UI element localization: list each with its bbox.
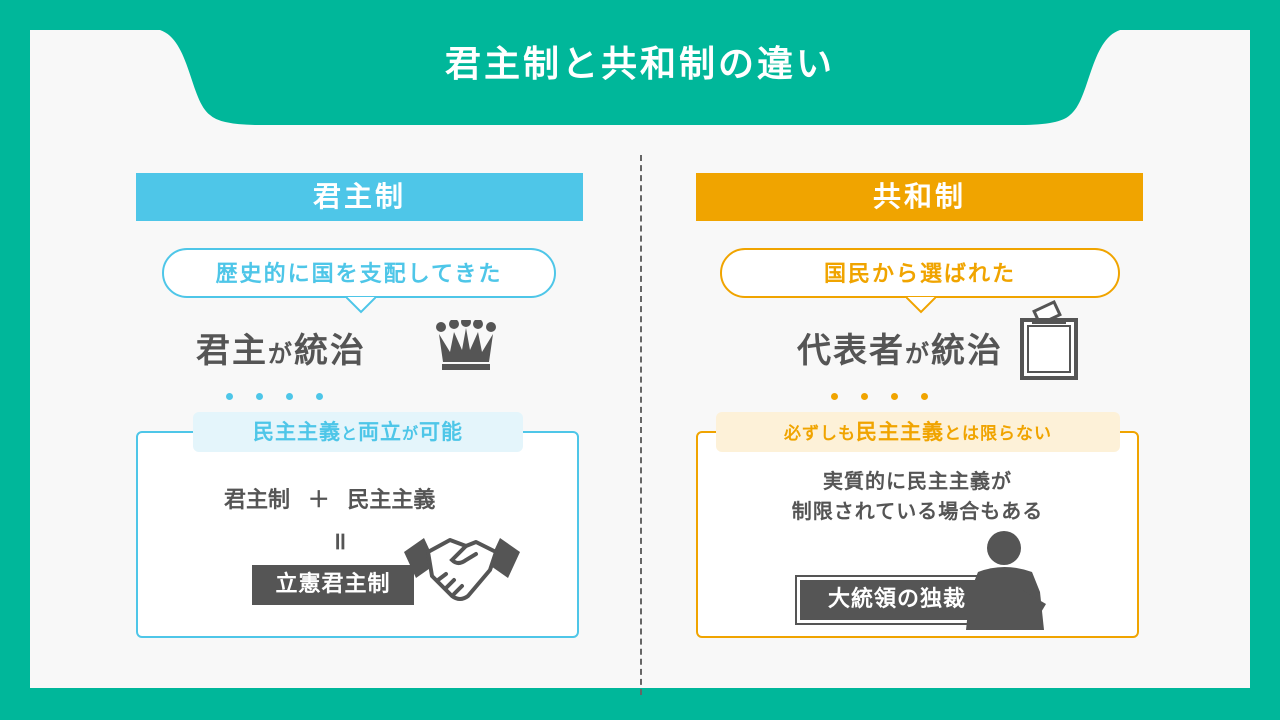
emphasis-dot [256, 393, 263, 400]
emphasis-dot [316, 393, 323, 400]
emphasis-dot [921, 393, 928, 400]
monarchy-header: 君主制 [136, 173, 583, 221]
note-line-1: 実質的に民主主義が [823, 469, 1012, 493]
equation-plus: ＋ [307, 488, 330, 513]
republic-result-label: 大統領の独裁 [795, 575, 999, 625]
ruler-main: 代表者 [797, 331, 905, 371]
monarchy-panel-label: 民主主義と両立が可能 [193, 412, 523, 452]
equation-left: 君主制 [224, 488, 291, 513]
emphasis-dot [891, 393, 898, 400]
ballot-box-icon [1020, 300, 1078, 380]
ruler-particle: が [905, 340, 931, 368]
emphasis-dot [286, 393, 293, 400]
republic-note: 実質的に民主主義が 制限されている場合もある [696, 466, 1139, 526]
monarchy-equation: 君主制 ＋ 民主主義 [224, 482, 435, 514]
ruler-tail: 統治 [931, 331, 1003, 371]
republic-bubble-tail [906, 296, 936, 314]
emphasis-dot [831, 393, 838, 400]
title-tab [160, 30, 1120, 125]
republic-ruler-text: 代表者が統治 [750, 323, 1050, 382]
content-card: 君主制と共和制の違い 君主制 歴史的に国を支配してきた 君主が統治 民主主義と両… [30, 30, 1250, 695]
note-line-2: 制限されている場合もある [791, 499, 1044, 523]
monarchy-ruler-text: 君主が統治 [136, 323, 426, 382]
emphasis-dot [861, 393, 868, 400]
crown-icon [436, 320, 496, 370]
ruler-particle: が [268, 340, 294, 368]
handshake-icon [404, 538, 520, 601]
emphasis-dot [226, 393, 233, 400]
republic-header: 共和制 [696, 173, 1143, 221]
page-title: 君主制と共和制の違い [444, 44, 835, 85]
monarchy-bubble-tail [346, 296, 376, 314]
monarchy-speech-bubble: 歴史的に国を支配してきた [162, 248, 556, 298]
center-divider [640, 155, 642, 695]
republic-panel-label: 必ずしも民主主義とは限らない [716, 412, 1120, 452]
ruler-main: 君主 [196, 331, 268, 371]
monarchy-result-label: 立憲君主制 [252, 565, 414, 605]
ruler-tail: 統治 [294, 331, 366, 371]
republic-speech-bubble: 国民から選ばれた [720, 248, 1120, 298]
equation-equals: ॥ [332, 527, 347, 555]
equation-right: 民主主義 [347, 488, 436, 513]
